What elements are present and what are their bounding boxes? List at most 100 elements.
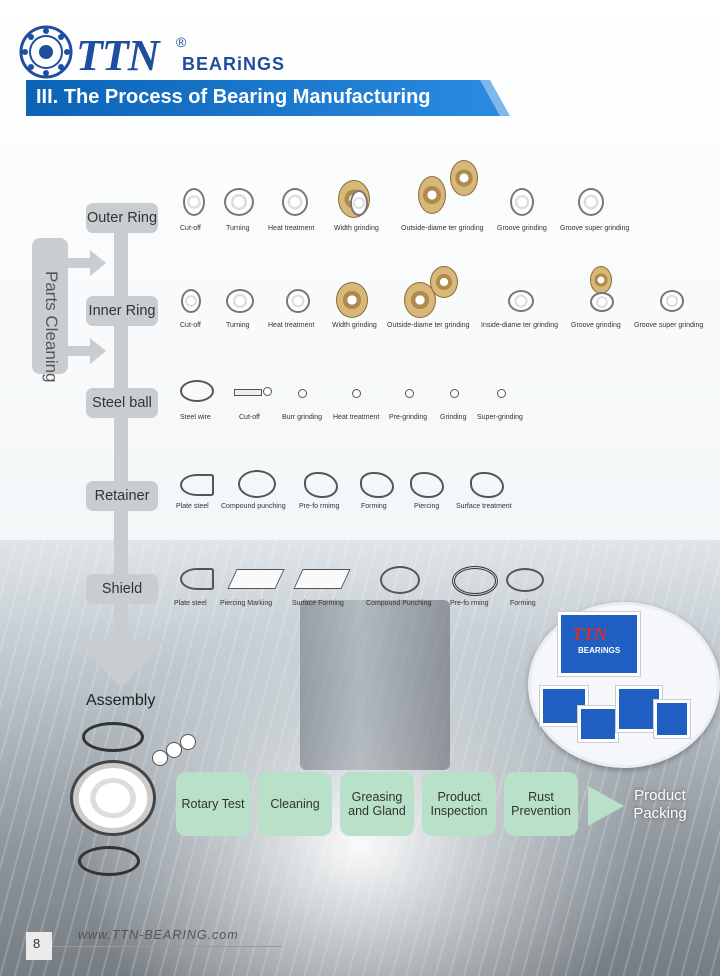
- parts-cleaning-arrow-1: [68, 250, 106, 276]
- registered-mark: ®: [176, 34, 187, 50]
- inner-groove-grinding-wheel: [590, 266, 612, 294]
- ball-step-label: Super-grinding: [477, 414, 523, 421]
- parts-cleaning-label: Parts Cleaning: [42, 271, 61, 383]
- cage-illustration-bottom: [78, 846, 140, 876]
- product-box-small-2: [578, 706, 618, 742]
- ball-step-label: Burr grinding: [282, 414, 323, 421]
- outer-step-label: Groove super grinding: [560, 225, 630, 232]
- process-greasing-gland: Greasing and Gland: [348, 790, 406, 818]
- assembly-label: Assembly: [86, 692, 156, 709]
- inner-step-label: Width grinding: [332, 322, 377, 329]
- steel-cutoff-rod-illustration: [234, 389, 262, 396]
- steel-wire-coil-illustration: [180, 380, 214, 402]
- retainer-pre-forming-illustration: [304, 472, 338, 498]
- ball-step-label: Heat treatment: [333, 414, 380, 421]
- stage-shield: Shield: [86, 574, 158, 604]
- retainer-step-label: Forming: [361, 503, 387, 510]
- outer-step-label: Groove grinding: [497, 225, 547, 232]
- retainer-step-label: Plate steel: [176, 503, 209, 510]
- shield-piercing-marking-illustration: [227, 569, 285, 589]
- footer-website: www.TTN-BEARING.com: [78, 928, 239, 942]
- assembly-ball-1: [152, 750, 168, 766]
- machine-silhouette: [300, 600, 450, 770]
- inner-id-grinding-illustration: [508, 290, 534, 312]
- box-brand-subtitle: BEARiNGS: [578, 646, 621, 655]
- process-box-inspection: [422, 772, 496, 836]
- shield-compound-punching-illustration: [380, 566, 420, 594]
- stage-inner-ring: Inner Ring: [86, 296, 158, 326]
- stage-outer-ring: Outer Ring: [86, 203, 158, 233]
- parts-cleaning-arrow-2: [68, 338, 106, 364]
- inner-groove-grinding-ring: [590, 292, 614, 312]
- steel-cutoff-ball-illustration: [263, 387, 272, 396]
- process-product-inspection: Product Inspection: [430, 790, 488, 818]
- burr-grinding-ball-illustration: [298, 389, 307, 398]
- process-arrow: [588, 786, 624, 826]
- outer-super-grinding-illustration: [578, 188, 604, 216]
- shield-step-label: Surface Forming: [292, 600, 344, 607]
- process-cleaning: Cleaning: [270, 797, 320, 811]
- outer-step-label: Turning: [226, 225, 250, 232]
- inner-cutoff-illustration: [181, 289, 201, 313]
- flow-down-arrow: [78, 640, 164, 688]
- shield-plate-steel-illustration: [180, 568, 214, 590]
- retainer-forming-illustration: [360, 472, 394, 498]
- shield-step-label: Piercing Marking: [220, 600, 273, 607]
- inner-step-label: Groove grinding: [571, 322, 621, 329]
- process-rotary-test: Rotary Test: [181, 797, 245, 811]
- shield-surface-forming-illustration: [293, 569, 351, 589]
- assembly-ball-3: [180, 734, 196, 750]
- inner-heat-illustration: [286, 289, 310, 313]
- inner-step-label: Heat treatment: [268, 322, 315, 329]
- ball-step-label: Pre-grinding: [389, 414, 428, 421]
- retainer-step-label: Surface treatment: [456, 503, 512, 510]
- outer-od-grinding-wheel-2: [450, 160, 478, 196]
- inner-step-label: Groove super grinding: [634, 322, 704, 329]
- process-box-rotary-test: [176, 772, 250, 836]
- heat-ball-illustration: [352, 389, 361, 398]
- outer-step-label: Heat treatment: [268, 225, 315, 232]
- retainer-plate-steel-illustration: [180, 474, 214, 496]
- retainer-step-label: Pre-fo rmimg: [299, 503, 340, 510]
- assembly-ball-2: [166, 742, 182, 758]
- shield-step-label: Forming: [510, 600, 536, 607]
- retainer-step-label: Compound punching: [221, 503, 286, 510]
- retainer-surface-treatment-illustration: [470, 472, 504, 498]
- retainer-piercing-illustration: [410, 472, 444, 498]
- inner-step-label: Outside-diame ter grinding: [387, 322, 470, 329]
- outer-groove-grinding-illustration: [510, 188, 534, 216]
- product-box-large: [558, 612, 640, 676]
- product-packing-label: Product Packing: [633, 787, 687, 822]
- retainer-step-label: Piercing: [414, 503, 440, 510]
- inner-step-label: Inside-diame ter grinding: [481, 322, 559, 329]
- inner-super-grinding-illustration: [660, 290, 684, 312]
- outer-turning-illustration: [224, 188, 254, 216]
- title-bar: [26, 80, 506, 116]
- page-number-box: [26, 932, 52, 960]
- inner-turning-illustration: [226, 289, 254, 313]
- box-brand-logo: TTN: [572, 624, 607, 644]
- parts-cleaning-pill: [32, 238, 68, 374]
- ball-step-label: Cut-off: [239, 414, 260, 421]
- ball-step-label: Grinding: [440, 414, 467, 421]
- brand-logo: [19, 25, 73, 79]
- outer-width-grinding-ring: [350, 190, 368, 216]
- process-rust-prevention: Rust Prevention: [511, 790, 571, 818]
- page-number: 8: [33, 936, 41, 951]
- outer-od-grinding-wheel-1: [418, 176, 446, 214]
- stage-steel-ball: Steel ball: [86, 388, 158, 418]
- inner-step-label: Turning: [226, 322, 250, 329]
- product-box-small-4: [654, 700, 690, 738]
- ball-step-label: Steel wire: [180, 414, 211, 421]
- outer-step-label: Outside-diame ter grinding: [401, 225, 484, 232]
- process-box-cleaning: [258, 772, 332, 836]
- outer-step-label: Width grinding: [334, 225, 379, 232]
- cage-illustration-top: [82, 722, 144, 752]
- shield-forming-illustration: [506, 568, 544, 592]
- process-box-rust-prevention: [504, 772, 578, 836]
- shield-step-label: Compound Punching: [366, 600, 432, 607]
- inner-step-label: Cut-off: [180, 322, 201, 329]
- outer-step-label: Cut-off: [180, 225, 201, 232]
- brand-subtitle: BEARiNGS: [182, 54, 286, 74]
- process-box-greasing: [340, 772, 414, 836]
